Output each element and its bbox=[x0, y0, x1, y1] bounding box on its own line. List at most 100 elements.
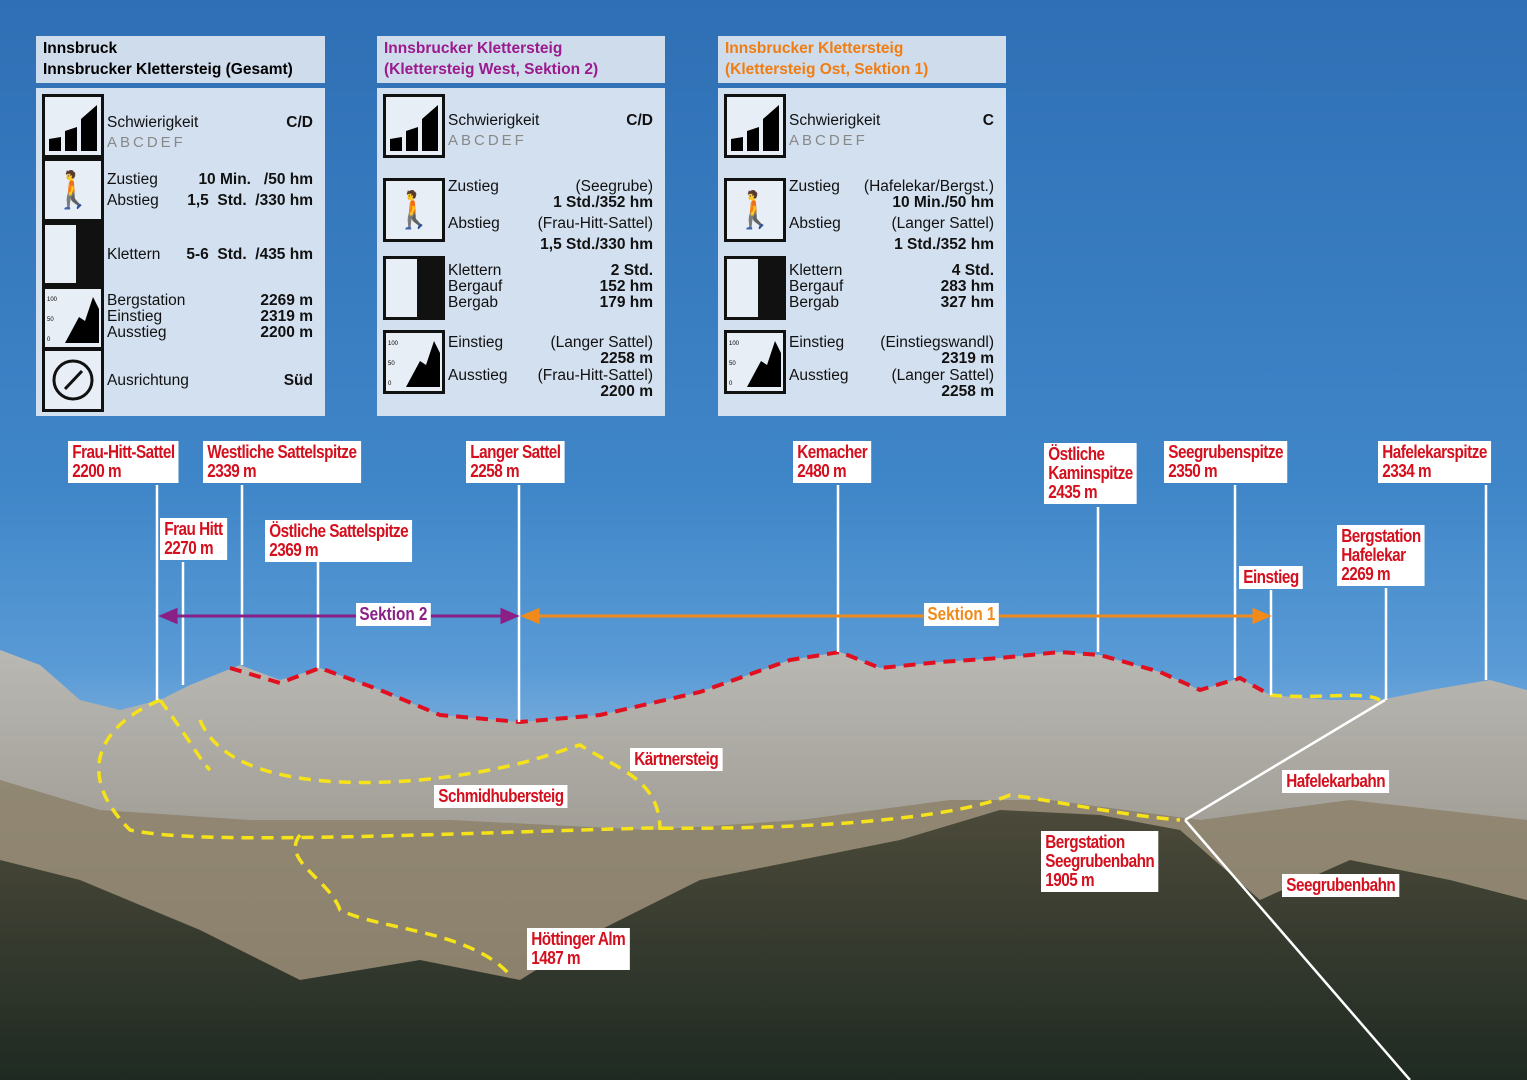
climb-label: Bergab bbox=[789, 294, 839, 311]
climb-value: 283 hm bbox=[940, 278, 994, 295]
klettern-label: Klettern bbox=[107, 246, 161, 263]
zustieg-value: 1 Std./352 hm bbox=[553, 194, 653, 211]
label-sektion-2: Sektion 2 bbox=[356, 603, 431, 626]
abstieg-note: (Langer Sattel) bbox=[891, 215, 994, 232]
seilbahn-seegrube bbox=[1184, 819, 1411, 1080]
difficulty-label: Schwierigkeit bbox=[448, 112, 540, 129]
zustieg-label: Zustieg bbox=[789, 178, 840, 195]
einstieg-value: 2319 m bbox=[941, 350, 994, 367]
height-label: Einstieg bbox=[107, 308, 163, 325]
svg-text:100: 100 bbox=[388, 341, 399, 347]
ausstieg-label: Ausstieg bbox=[789, 367, 849, 384]
zustieg-label: Zustieg bbox=[107, 171, 158, 188]
difficulty-icon bbox=[383, 94, 445, 158]
difficulty-scale: ABCDEF bbox=[448, 132, 527, 149]
climb-label: Klettern bbox=[789, 262, 843, 279]
panel-title-line1: Innsbrucker Klettersteig bbox=[384, 40, 563, 57]
difficulty-label: Schwierigkeit bbox=[107, 114, 199, 131]
peak-leader-lines bbox=[155, 485, 1488, 722]
hiker-icon: 🚶 bbox=[383, 178, 445, 242]
height-value: 2269 m bbox=[260, 292, 313, 309]
difficulty-value: C bbox=[982, 112, 994, 129]
klettern-value: 5-6 Std. /435 hm bbox=[186, 246, 313, 263]
ausstieg-label: Ausstieg bbox=[448, 367, 508, 384]
zustieg-value: 10 Min. /50 hm bbox=[198, 171, 313, 188]
climb-value: 152 hm bbox=[599, 278, 653, 295]
einstieg-value: 2258 m bbox=[600, 350, 653, 367]
zustieg-label: Zustieg bbox=[448, 178, 499, 195]
compass-icon bbox=[42, 348, 104, 412]
panel-title-line1: Innsbruck bbox=[43, 40, 118, 57]
abstieg-value: 1,5 Std./330 hm bbox=[540, 236, 653, 253]
label-sektion-1: Sektion 1 bbox=[924, 603, 999, 626]
difficulty-scale: ABCDEF bbox=[789, 132, 868, 149]
zustieg-value: 10 Min./50 hm bbox=[892, 194, 994, 211]
sektion-1-arrow bbox=[520, 607, 1272, 625]
climb-value: 2 Std. bbox=[610, 262, 653, 279]
panel-title-line2: Innsbrucker Klettersteig (Gesamt) bbox=[43, 61, 293, 78]
abstieg-value: 1 Std./352 hm bbox=[894, 236, 994, 253]
ausrichtung-value: Süd bbox=[283, 372, 313, 389]
ausstieg-value: 2200 m bbox=[600, 383, 653, 400]
height-value: 2319 m bbox=[260, 308, 313, 325]
climb-label: Klettern bbox=[448, 262, 502, 279]
sektion-2-arrow bbox=[158, 607, 520, 625]
climber-icon bbox=[42, 222, 104, 286]
difficulty-value: C/D bbox=[626, 112, 653, 129]
abstieg-note: (Frau-Hitt-Sattel) bbox=[537, 215, 653, 232]
hiker-icon: 🚶 bbox=[724, 178, 786, 242]
climb-value: 4 Std. bbox=[951, 262, 994, 279]
panel-title-line1: Innsbrucker Klettersteig bbox=[725, 40, 904, 57]
difficulty-value: C/D bbox=[286, 114, 313, 131]
panel-gesamt: Schwierigkeit ABCDEF C/D 🚶 Zustieg 10 Mi… bbox=[36, 88, 325, 416]
height-value: 2200 m bbox=[260, 324, 313, 341]
height-label: Bergstation bbox=[107, 292, 186, 309]
svg-text:0: 0 bbox=[388, 381, 392, 387]
einstieg-label: Einstieg bbox=[448, 334, 504, 351]
panel-west: Schwierigkeit ABCDEF C/D 🚶 Zustieg (Seeg… bbox=[377, 88, 665, 416]
panel-ost-header: Innsbrucker Klettersteig (Klettersteig O… bbox=[718, 36, 1006, 83]
abstieg-label: Abstieg bbox=[448, 215, 500, 232]
climber-icon bbox=[383, 256, 445, 320]
hiker-icon: 🚶 bbox=[42, 158, 104, 222]
svg-text:50: 50 bbox=[729, 361, 736, 367]
panel-west-header: Innsbrucker Klettersteig (Klettersteig W… bbox=[377, 36, 665, 83]
difficulty-label: Schwierigkeit bbox=[789, 112, 881, 129]
einstieg-label: Einstieg bbox=[789, 334, 845, 351]
height-label: Ausstieg bbox=[107, 324, 167, 341]
climb-label: Bergauf bbox=[448, 278, 503, 295]
svg-text:100: 100 bbox=[47, 297, 58, 303]
label-seegrubenbahn: Seegrubenbahn bbox=[1282, 874, 1400, 897]
difficulty-icon bbox=[42, 94, 104, 158]
ausstieg-note: (Langer Sattel) bbox=[891, 367, 994, 384]
svg-text:0: 0 bbox=[47, 337, 51, 343]
difficulty-icon bbox=[724, 94, 786, 158]
einstieg-note: (Einstiegswandl) bbox=[880, 334, 994, 351]
label-hafelekarbahn: Hafelekarbahn bbox=[1282, 770, 1390, 793]
panel-title-line2: (Klettersteig West, Sektion 2) bbox=[384, 61, 599, 78]
ausrichtung-label: Ausrichtung bbox=[107, 372, 189, 389]
label-einstieg: Einstieg bbox=[1239, 566, 1303, 589]
seilbahn-hafelekar bbox=[1184, 698, 1386, 822]
access-paths bbox=[97, 693, 1381, 977]
panel-title-line2: (Klettersteig Ost, Sektion 1) bbox=[725, 61, 929, 78]
climb-label: Bergauf bbox=[789, 278, 844, 295]
abstieg-label: Abstieg bbox=[789, 215, 841, 232]
ausstieg-value: 2258 m bbox=[941, 383, 994, 400]
ausstieg-note: (Frau-Hitt-Sattel) bbox=[537, 367, 653, 384]
label-schmidhubersteig: Schmidhubersteig bbox=[434, 785, 568, 808]
